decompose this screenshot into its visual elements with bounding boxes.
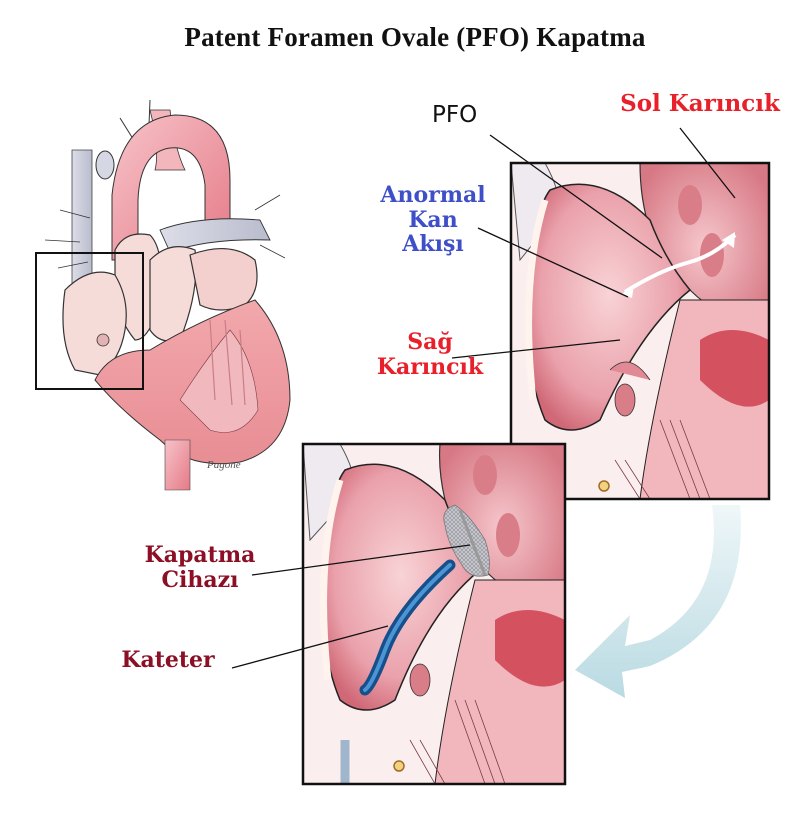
label-anormal-kan-akisi: Anormal Kan Akışı bbox=[358, 183, 508, 257]
label-line: Kapatma bbox=[144, 542, 256, 568]
label-sag-karincik: Sağ Karıncık bbox=[370, 330, 490, 379]
label-line: Karıncık bbox=[376, 353, 484, 380]
label-line: Akışı bbox=[402, 231, 464, 258]
label-kapatma-cihazi: Kapatma Cihazı bbox=[125, 543, 275, 592]
transition-arrow bbox=[575, 505, 741, 698]
label-line: Anormal bbox=[380, 182, 486, 208]
label-line: Cihazı bbox=[161, 566, 239, 593]
label-line: Kan bbox=[408, 206, 458, 233]
full-heart-illustration: Pagone bbox=[35, 99, 291, 491]
label-sol-karincik: Sol Karıncık bbox=[620, 90, 780, 117]
label-line: Sağ bbox=[407, 329, 453, 355]
label-pfo: PFO bbox=[432, 102, 478, 128]
label-kateter: Kateter bbox=[121, 647, 215, 673]
artist-signature: Pagone bbox=[206, 459, 241, 471]
closure-detail-panel bbox=[301, 442, 567, 786]
leader-lines bbox=[231, 127, 736, 669]
closure-device bbox=[443, 504, 490, 577]
page-title: Patent Foramen Ovale (PFO) Kapatma bbox=[184, 22, 646, 52]
